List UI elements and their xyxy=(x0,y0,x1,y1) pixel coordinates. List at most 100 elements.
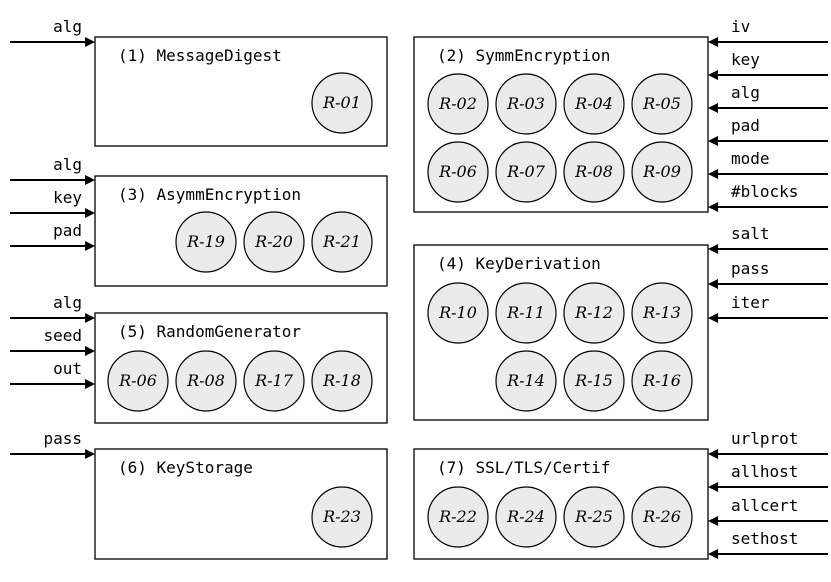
input-arrow: pass xyxy=(10,429,95,459)
rule-node: R-08 xyxy=(563,141,625,203)
rule-node: R-06 xyxy=(107,350,169,412)
input-label: alg xyxy=(53,17,82,36)
arrow-head xyxy=(708,549,718,559)
rule-circle xyxy=(495,141,557,203)
rule-circle xyxy=(311,211,373,273)
input-arrow: iter xyxy=(708,293,828,323)
input-arrow: allcert xyxy=(708,496,828,526)
rule-node: R-02 xyxy=(427,73,489,135)
rule-node: R-12 xyxy=(563,282,625,344)
module-title: (6) KeyStorage xyxy=(118,458,253,477)
rule-circle xyxy=(563,486,625,548)
input-label: salt xyxy=(731,224,770,243)
input-arrow: #blocks xyxy=(708,182,828,212)
rule-node: R-21 xyxy=(311,211,373,273)
rule-circle xyxy=(311,350,373,412)
rule-circle xyxy=(495,73,557,135)
input-label: #blocks xyxy=(731,182,798,201)
rule-circle xyxy=(631,282,693,344)
arrow-head xyxy=(85,208,95,218)
rule-label: R-10 xyxy=(438,303,477,322)
module-title: (1) MessageDigest xyxy=(118,46,282,65)
rule-node: R-22 xyxy=(427,486,489,548)
rule-label: R-19 xyxy=(186,232,225,251)
rule-circle xyxy=(243,211,305,273)
rule-circle xyxy=(175,350,237,412)
rule-node: R-15 xyxy=(563,350,625,412)
rule-circle xyxy=(427,486,489,548)
input-arrow: alg xyxy=(10,293,95,323)
arrow-head xyxy=(708,244,718,254)
arrow-head xyxy=(85,313,95,323)
input-arrow: seed xyxy=(10,326,95,356)
input-arrow: allhost xyxy=(708,462,828,492)
rule-node: R-04 xyxy=(563,73,625,135)
rule-circle xyxy=(427,141,489,203)
module-title: (5) RandomGenerator xyxy=(118,322,301,341)
rule-label: R-21 xyxy=(322,232,361,251)
arrow-head xyxy=(85,175,95,185)
rule-label: R-09 xyxy=(642,162,681,181)
rule-circle xyxy=(631,141,693,203)
rule-node: R-23 xyxy=(311,486,373,548)
input-arrow: pad xyxy=(708,116,828,146)
rule-label: R-24 xyxy=(506,507,545,526)
input-arrow: alg xyxy=(10,17,95,47)
input-label: out xyxy=(53,359,82,378)
rule-node: R-16 xyxy=(631,350,693,412)
module-title: (4) KeyDerivation xyxy=(437,254,601,273)
input-arrow: key xyxy=(10,188,95,218)
arrow-head xyxy=(85,37,95,47)
rule-node: R-03 xyxy=(495,73,557,135)
rule-label: R-15 xyxy=(574,371,613,390)
input-arrow: key xyxy=(708,50,828,80)
input-label: alg xyxy=(53,155,82,174)
input-arrow: pad xyxy=(10,221,95,251)
arrow-head xyxy=(85,379,95,389)
arrow-head xyxy=(708,37,718,47)
rule-node: R-18 xyxy=(311,350,373,412)
input-label: allcert xyxy=(731,496,798,515)
arrow-head xyxy=(708,279,718,289)
rule-node: R-10 xyxy=(427,282,489,344)
rule-circle xyxy=(495,486,557,548)
rule-circle xyxy=(243,350,305,412)
arrow-head xyxy=(708,202,718,212)
input-label: pass xyxy=(731,259,770,278)
rule-circle xyxy=(175,211,237,273)
rule-circle xyxy=(563,350,625,412)
input-arrow: alg xyxy=(708,83,828,113)
input-label: key xyxy=(53,188,82,207)
rule-label: R-04 xyxy=(574,94,613,113)
input-arrow: salt xyxy=(708,224,828,254)
rule-label: R-03 xyxy=(506,94,545,113)
rule-label: R-12 xyxy=(574,303,613,322)
arrow-head xyxy=(708,449,718,459)
rule-circle xyxy=(563,282,625,344)
input-label: allhost xyxy=(731,462,798,481)
arrow-head xyxy=(708,313,718,323)
input-arrow: out xyxy=(10,359,95,389)
arrow-head xyxy=(708,103,718,113)
rule-label: R-17 xyxy=(254,371,294,390)
rule-node: R-06 xyxy=(427,141,489,203)
input-label: seed xyxy=(43,326,82,345)
module-title: (7) SSL/TLS/Certif xyxy=(437,458,610,477)
input-arrow: iv xyxy=(708,17,828,47)
rule-circle xyxy=(563,73,625,135)
arrow-head xyxy=(85,346,95,356)
rule-node: R-09 xyxy=(631,141,693,203)
rule-circle xyxy=(427,73,489,135)
input-arrow: mode xyxy=(708,149,828,179)
rule-node: R-07 xyxy=(495,141,557,203)
rule-circle xyxy=(107,350,169,412)
input-label: urlprot xyxy=(731,429,798,448)
rule-label: R-23 xyxy=(322,507,361,526)
rule-node: R-11 xyxy=(495,282,557,344)
rule-label: R-08 xyxy=(186,371,225,390)
rule-label: R-18 xyxy=(322,371,361,390)
input-label: alg xyxy=(53,293,82,312)
